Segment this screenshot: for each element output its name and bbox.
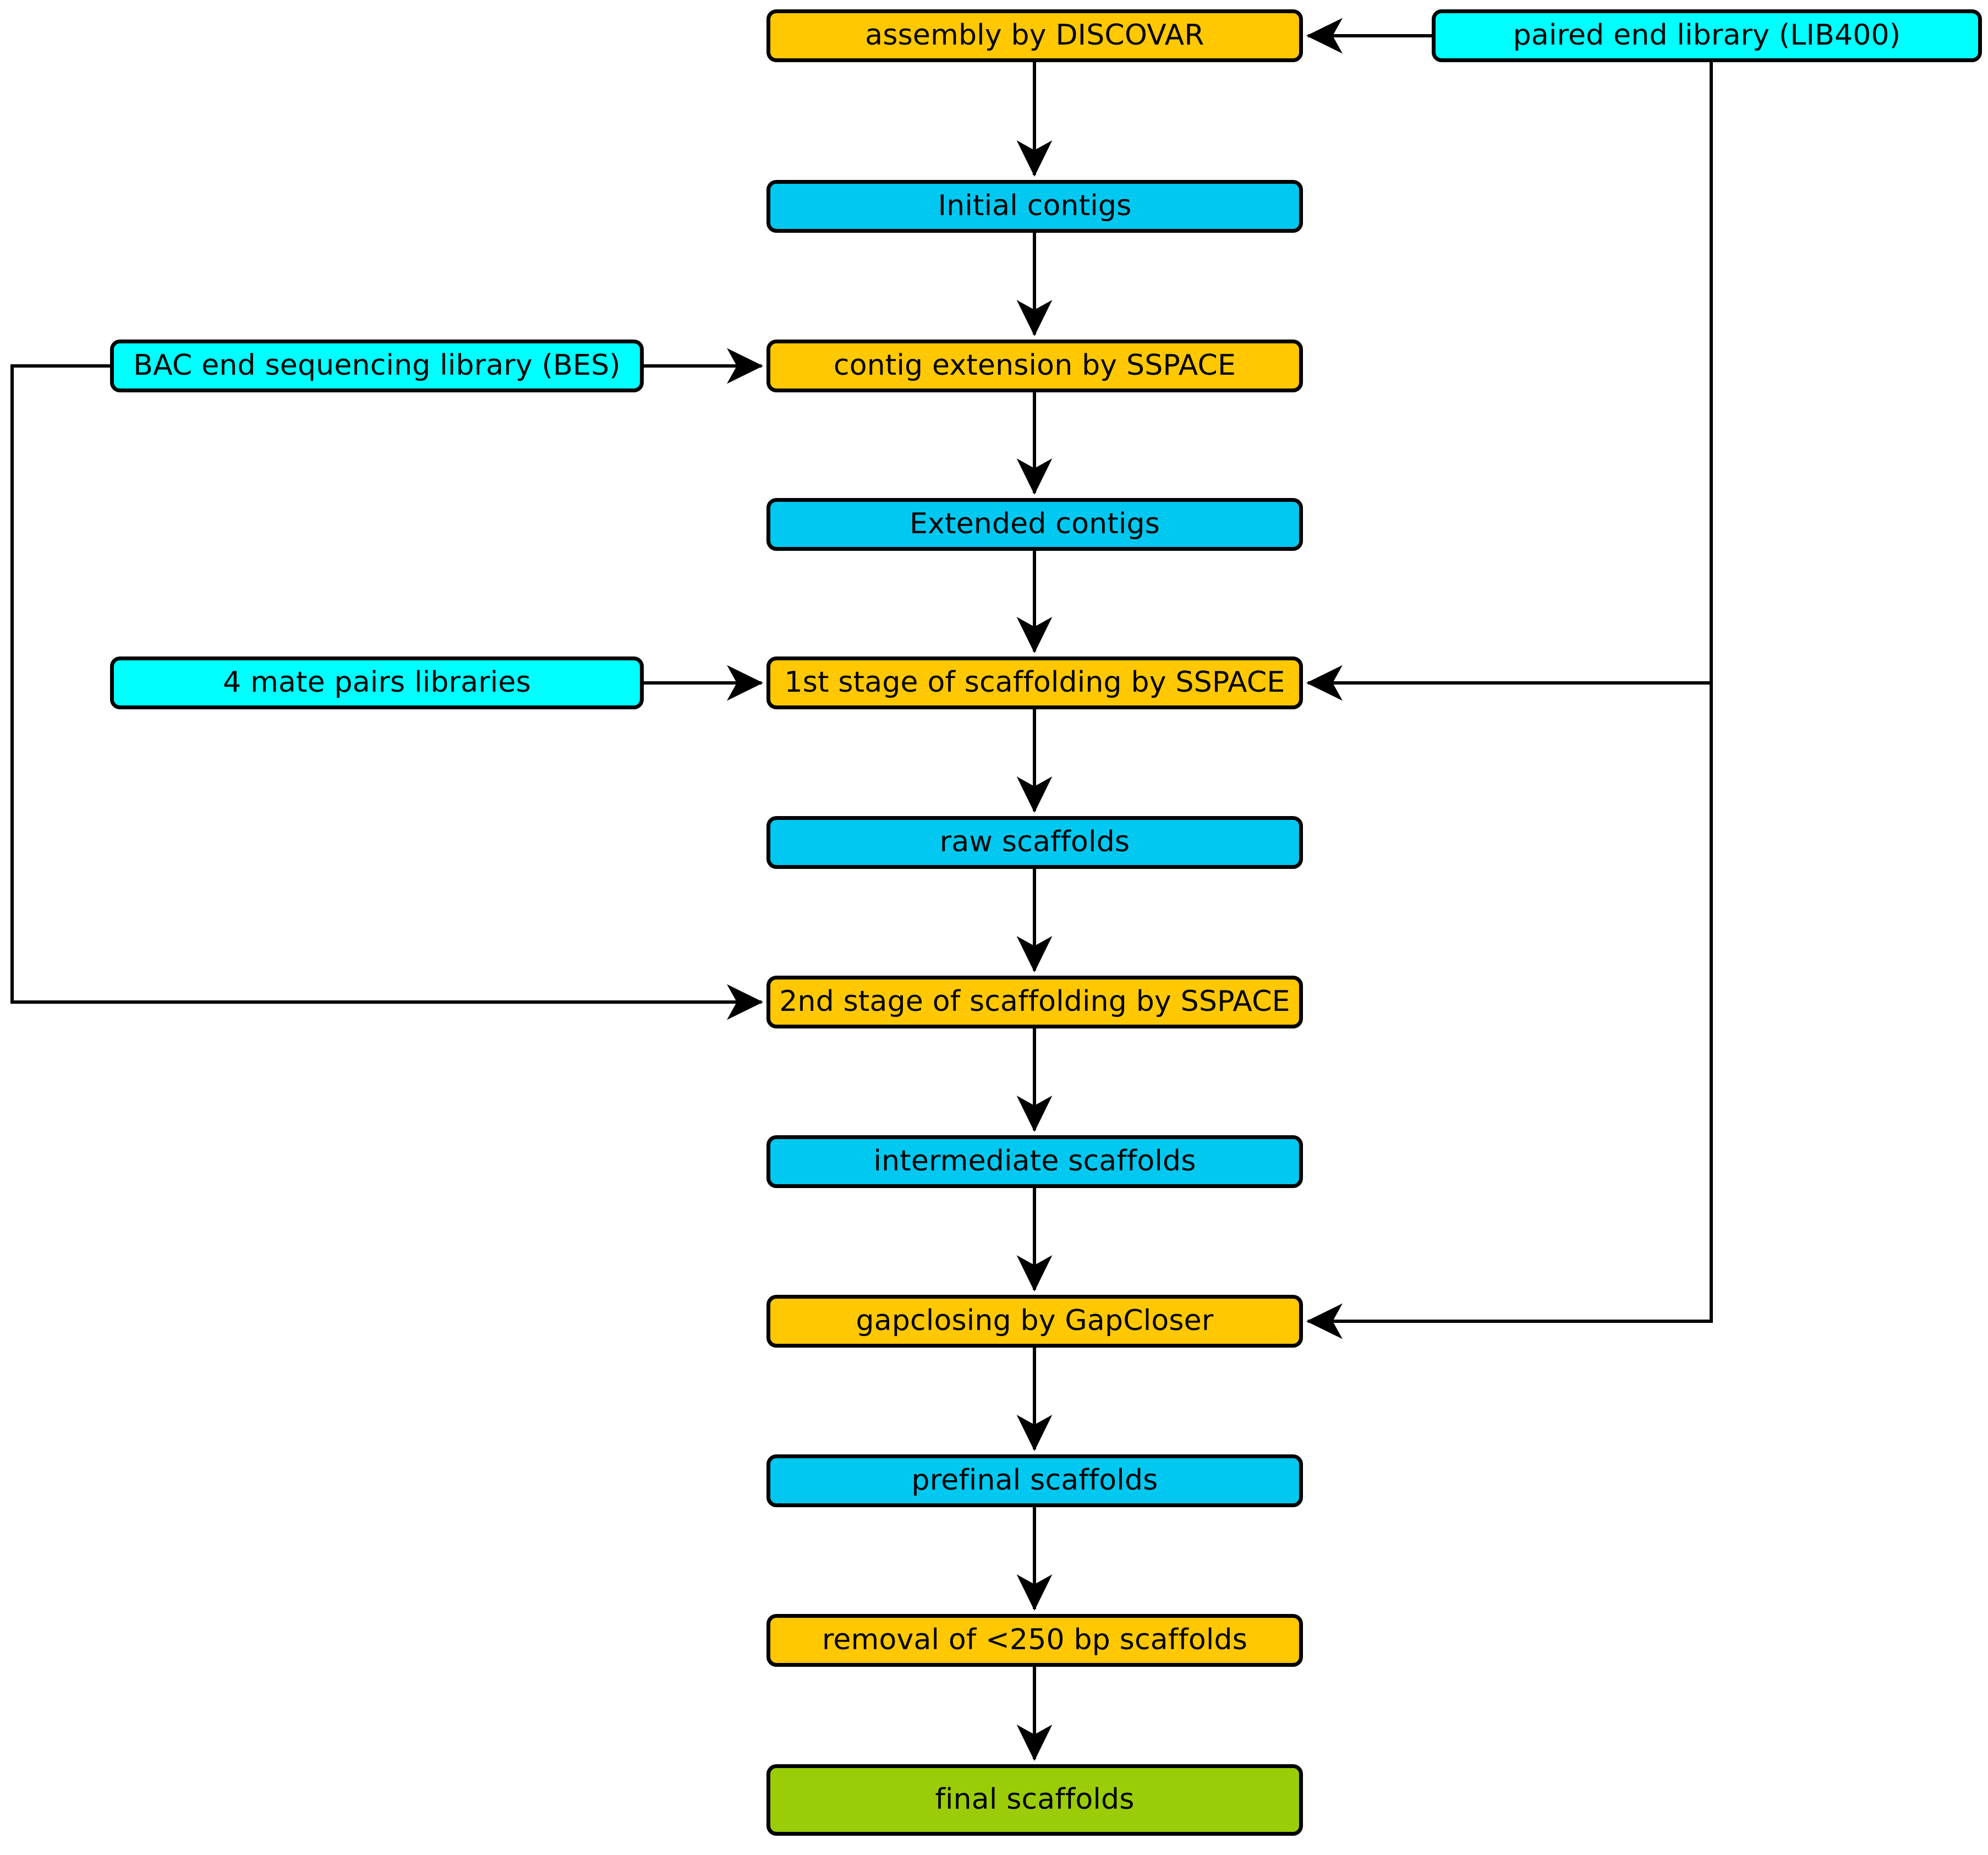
node-raw-scaffolds[interactable]: raw scaffolds: [766, 816, 1303, 869]
node-4-mate-pairs-libraries[interactable]: 4 mate pairs libraries: [110, 656, 644, 709]
node-paired-end-library-lib400[interactable]: paired end library (LIB400): [1432, 9, 1982, 62]
node-extended-contigs[interactable]: Extended contigs: [766, 498, 1303, 551]
node-label: prefinal scaffolds: [911, 1464, 1158, 1497]
node-label: final scaffolds: [935, 1783, 1135, 1816]
node-label: assembly by DISCOVAR: [865, 19, 1204, 52]
node-prefinal-scaffolds[interactable]: prefinal scaffolds: [766, 1454, 1303, 1507]
node-label: 4 mate pairs libraries: [223, 666, 531, 699]
node-removal-of-250bp-scaffolds[interactable]: removal of <250 bp scaffolds: [766, 1614, 1303, 1667]
node-2nd-stage-of-scaffolding-by-sspace[interactable]: 2nd stage of scaffolding by SSPACE: [766, 976, 1303, 1028]
edge-lib400-gapclosing: [1306, 62, 1713, 1339]
node-label: gapclosing by GapCloser: [856, 1304, 1214, 1338]
edge-lib400-scaffold1: [1306, 62, 1713, 701]
node-label: contig extension by SSPACE: [833, 349, 1236, 382]
node-contig-extension-by-sspace[interactable]: contig extension by SSPACE: [766, 340, 1303, 392]
node-label: intermediate scaffolds: [873, 1145, 1196, 1178]
node-label: Initial contigs: [938, 189, 1132, 223]
node-label: removal of <250 bp scaffolds: [822, 1623, 1247, 1657]
node-gapclosing-by-gapcloser[interactable]: gapclosing by GapCloser: [766, 1295, 1303, 1348]
node-initial-contigs[interactable]: Initial contigs: [766, 180, 1303, 233]
node-1st-stage-of-scaffolding-by-sspace[interactable]: 1st stage of scaffolding by SSPACE: [766, 656, 1303, 709]
node-assembly-by-discovar[interactable]: assembly by DISCOVAR: [766, 9, 1303, 62]
node-final-scaffolds[interactable]: final scaffolds: [766, 1764, 1303, 1836]
node-label: raw scaffolds: [939, 825, 1130, 859]
node-label: 1st stage of scaffolding by SSPACE: [784, 666, 1285, 699]
node-label: Extended contigs: [909, 507, 1160, 541]
node-label: BAC end sequencing library (BES): [133, 349, 621, 382]
node-intermediate-scaffolds[interactable]: intermediate scaffolds: [766, 1135, 1303, 1188]
node-label: paired end library (LIB400): [1513, 19, 1901, 52]
node-label: 2nd stage of scaffolding by SSPACE: [779, 985, 1290, 1019]
node-bac-end-sequencing-library-bes[interactable]: BAC end sequencing library (BES): [110, 340, 644, 392]
